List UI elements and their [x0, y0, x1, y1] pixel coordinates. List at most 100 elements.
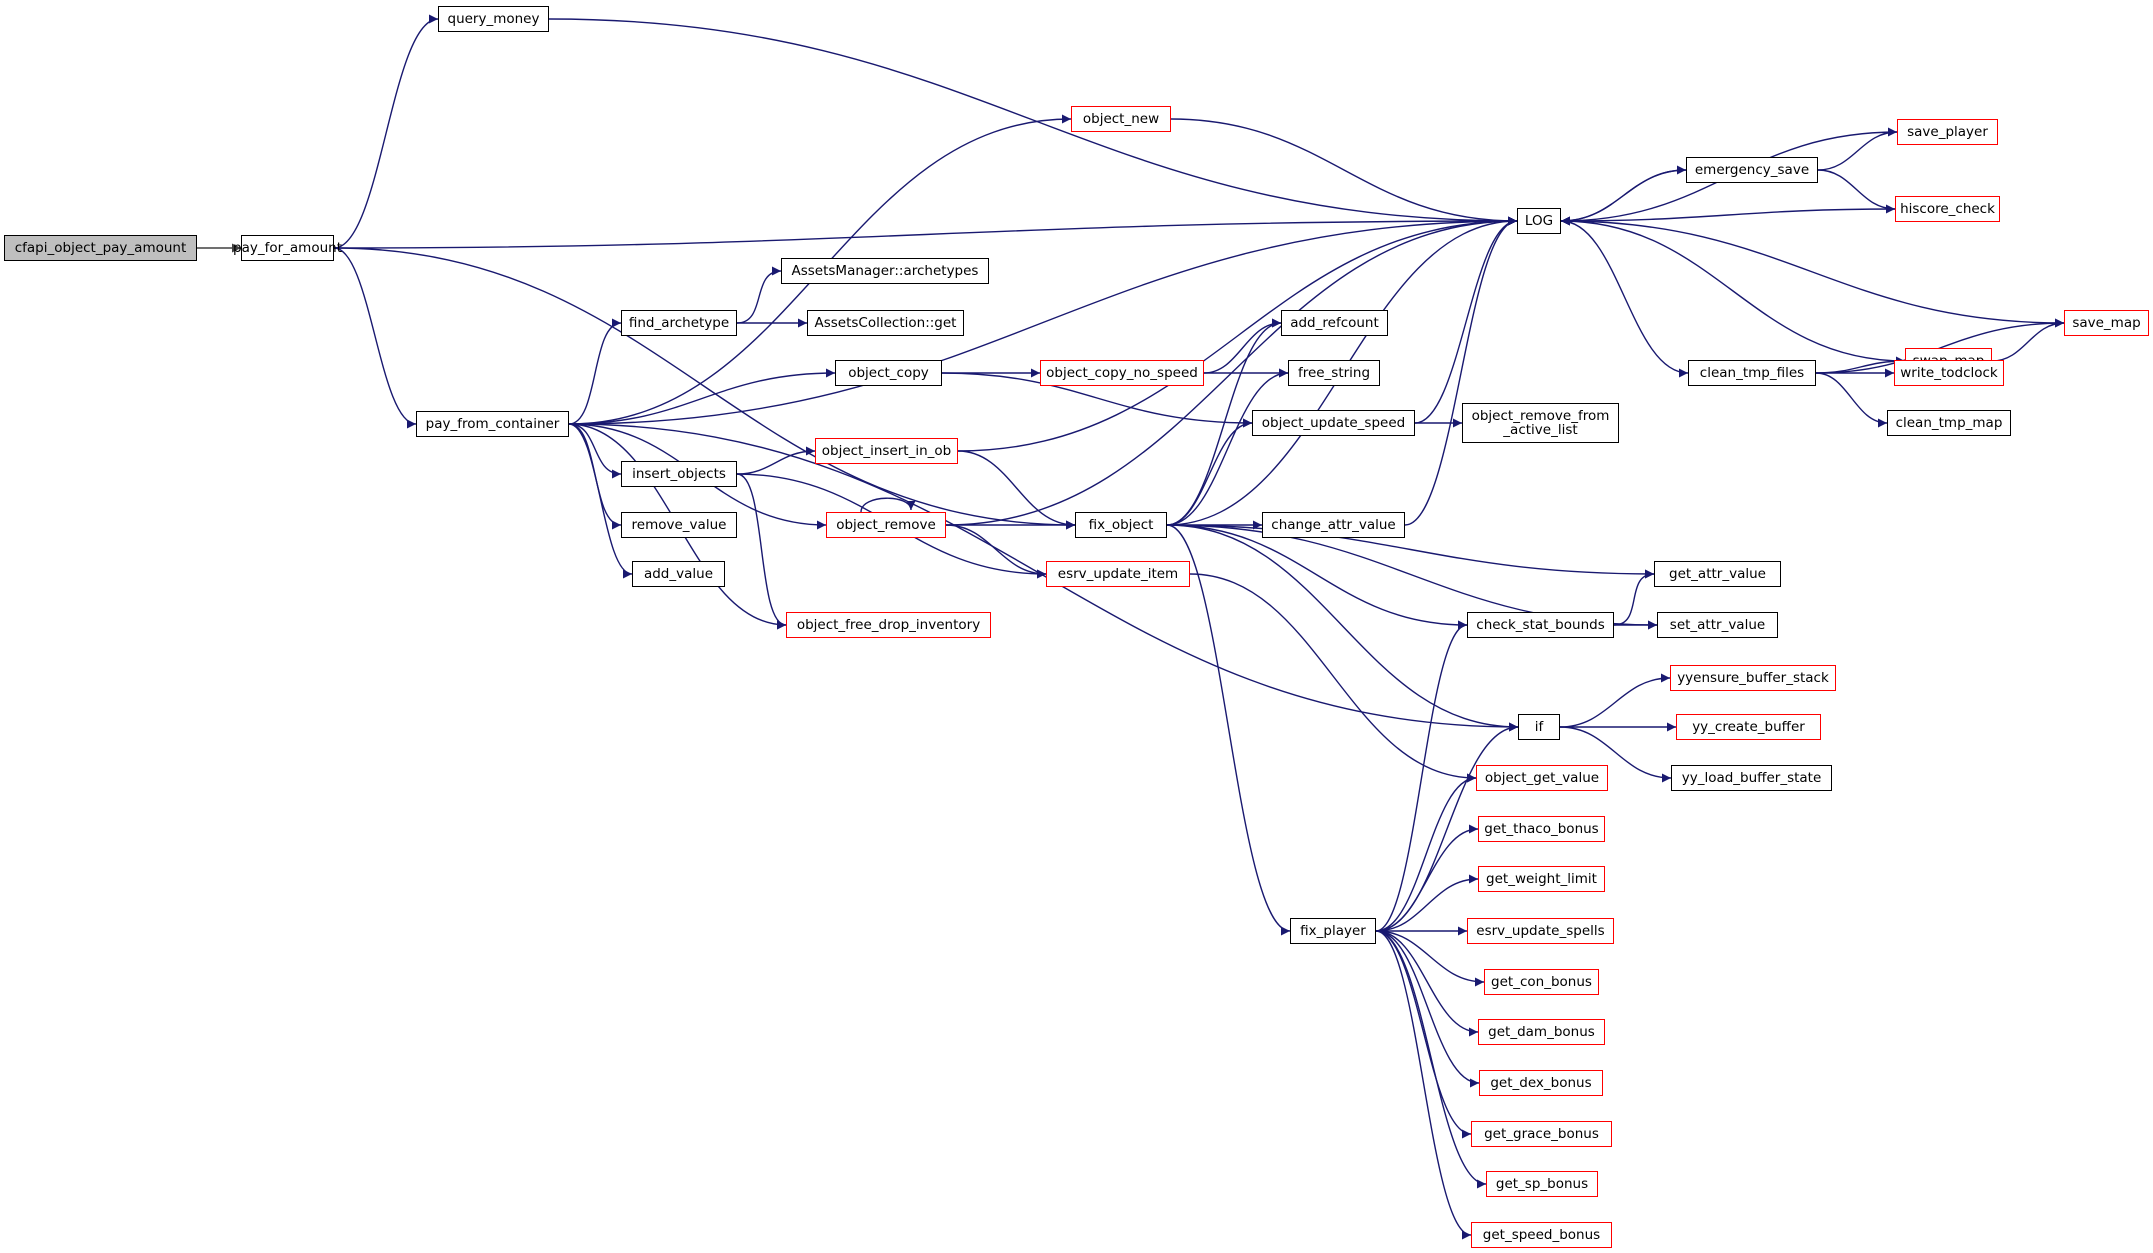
node-yy-create-buffer[interactable]: yy_create_buffer	[1676, 714, 1821, 740]
node-get-sp-bonus[interactable]: get_sp_bonus	[1486, 1171, 1598, 1197]
edge-find-archetype-to-assets-manager-archetypes	[736, 266, 782, 324]
node-object-remove[interactable]: object_remove	[826, 512, 946, 538]
node-fix-player[interactable]: fix_player	[1290, 918, 1376, 944]
edge-fix-player-to-get-sp-bonus	[1375, 930, 1487, 1189]
node-log[interactable]: LOG	[1517, 208, 1561, 234]
node-assets-collection-get[interactable]: AssetsCollection::get	[807, 310, 964, 336]
edge-if-to-yy-load-buffer-state	[1559, 726, 1672, 783]
node-esrv-update-spells[interactable]: esrv_update_spells	[1467, 918, 1614, 944]
edge-check-stat-bounds-to-get-attr-value	[1613, 569, 1655, 626]
node-get-grace-bonus[interactable]: get_grace_bonus	[1471, 1121, 1612, 1147]
node-fix-object[interactable]: fix_object	[1075, 512, 1167, 538]
node-hiscore-check[interactable]: hiscore_check	[1895, 196, 2000, 222]
edge-fix-object-to-object-update-speed	[1166, 418, 1253, 526]
edge-fix-player-to-get-thaco-bonus	[1375, 824, 1479, 932]
edge-pay-from-container-to-insert-objects	[568, 423, 622, 479]
edge-emergency-save-to-save-player	[1817, 127, 1898, 171]
edge-log-to-clean-tmp-files	[1560, 220, 1689, 378]
edge-pay-for-amount-to-pay-from-container	[333, 247, 417, 429]
node-object-copy[interactable]: object_copy	[835, 360, 942, 386]
node-object-update-speed[interactable]: object_update_speed	[1252, 410, 1415, 436]
edge-pay-from-container-to-log	[568, 216, 1518, 425]
node-add-value[interactable]: add_value	[632, 561, 725, 587]
node-get-speed-bonus[interactable]: get_speed_bonus	[1471, 1222, 1612, 1248]
edge-swap-map-to-log	[1560, 216, 1906, 362]
edge-if-to-yyensure-buffer-stack	[1559, 673, 1671, 728]
node-save-map[interactable]: save_map	[2064, 310, 2149, 336]
edge-object-update-speed-to-log	[1414, 216, 1518, 424]
edge-fix-player-to-get-dam-bonus	[1375, 930, 1479, 1037]
edge-emergency-save-to-hiscore-check	[1817, 169, 1896, 214]
edge-fix-object-to-free-string	[1166, 368, 1289, 526]
edge-emergency-save-to-log	[1560, 169, 1687, 226]
node-object-free-drop-inventory[interactable]: object_free_drop_inventory	[786, 612, 991, 638]
node-emergency-save[interactable]: emergency_save	[1686, 157, 1818, 183]
node-save-player[interactable]: save_player	[1897, 119, 1998, 145]
node-object-get-value[interactable]: object_get_value	[1476, 765, 1608, 791]
node-object-insert-in-ob[interactable]: object_insert_in_ob	[815, 438, 958, 464]
edge-fix-object-to-check-stat-bounds	[1166, 524, 1468, 630]
edge-hiscore-check-to-log	[1560, 208, 1896, 226]
node-set-attr-value[interactable]: set_attr_value	[1657, 612, 1778, 638]
edge-object-insert-in-ob-to-fix-object	[957, 450, 1076, 530]
node-pay-for-amount[interactable]: pay_for_amount	[233, 235, 342, 261]
node-insert-objects[interactable]: insert_objects	[621, 461, 737, 487]
edge-fix-player-to-get-speed-bonus	[1375, 930, 1472, 1240]
node-get-weight-limit[interactable]: get_weight_limit	[1478, 866, 1605, 892]
edge-object-new-to-log	[1170, 118, 1518, 226]
edge-layer	[197, 14, 2065, 1240]
node-get-dex-bonus[interactable]: get_dex_bonus	[1479, 1070, 1603, 1096]
node-get-thaco-bonus[interactable]: get_thaco_bonus	[1478, 816, 1605, 842]
node-object-new[interactable]: object_new	[1071, 106, 1171, 132]
edge-fix-player-to-get-dex-bonus	[1375, 930, 1480, 1088]
edge-pay-from-container-to-add-value	[568, 423, 633, 579]
node-write-todclock[interactable]: write_todclock	[1894, 360, 2004, 386]
edge-insert-objects-to-object-free-drop-inventory	[736, 473, 787, 630]
node-object-copy-no-speed[interactable]: object_copy_no_speed	[1040, 360, 1204, 386]
edge-object-copy-no-speed-to-add-refcount	[1203, 318, 1282, 374]
edge-object-remove-to-object-remove	[860, 497, 916, 513]
edge-pay-from-container-to-object-copy	[568, 368, 836, 425]
node-get-dam-bonus[interactable]: get_dam_bonus	[1478, 1019, 1605, 1045]
node-assets-manager-archetypes[interactable]: AssetsManager::archetypes	[781, 258, 989, 284]
edge-save-map-to-log	[1560, 216, 2065, 324]
node-clean-tmp-map[interactable]: clean_tmp_map	[1887, 410, 2011, 436]
edge-pay-for-amount-to-log	[333, 216, 1518, 249]
edge-pay-for-amount-to-query-money	[333, 14, 439, 249]
edge-fix-object-to-fix-player	[1166, 524, 1291, 936]
node-find-archetype[interactable]: find_archetype	[621, 310, 737, 336]
node-esrv-update-item[interactable]: esrv_update_item	[1046, 561, 1190, 587]
node-change-attr-value[interactable]: change_attr_value	[1262, 512, 1405, 538]
edge-fix-player-to-check-stat-bounds	[1375, 620, 1468, 932]
edge-swap-map-to-save-map	[1991, 318, 2065, 362]
edge-fix-object-to-set-attr-value	[1166, 524, 1658, 630]
edge-insert-objects-to-object-insert-in-ob	[736, 446, 816, 475]
node-add-refcount[interactable]: add_refcount	[1281, 310, 1388, 336]
edge-pay-from-container-to-find-archetype	[568, 318, 622, 425]
node-clean-tmp-files[interactable]: clean_tmp_files	[1688, 360, 1816, 386]
node-cfapi-object-pay-amount: cfapi_object_pay_amount	[4, 235, 197, 261]
node-get-attr-value[interactable]: get_attr_value	[1654, 561, 1781, 587]
edge-change-attr-value-to-log	[1404, 216, 1518, 526]
edge-fix-object-to-get-attr-value	[1166, 524, 1655, 579]
edge-pay-for-amount-to-fix-object	[333, 247, 1076, 530]
edge-clean-tmp-files-to-swap-map	[1815, 356, 1906, 374]
edge-object-insert-in-ob-to-log	[957, 216, 1518, 452]
node-get-con-bonus[interactable]: get_con_bonus	[1484, 969, 1599, 995]
edge-fix-player-to-get-grace-bonus	[1375, 930, 1472, 1139]
node-yy-load-buffer-state[interactable]: yy_load_buffer_state	[1671, 765, 1832, 791]
edge-esrv-update-item-to-object-get-value	[1189, 573, 1477, 783]
node-remove-value[interactable]: remove_value	[621, 512, 737, 538]
node-if[interactable]: if	[1518, 714, 1560, 740]
edge-fix-object-to-if	[1166, 524, 1519, 732]
edge-clean-tmp-files-to-clean-tmp-map	[1815, 372, 1888, 428]
node-free-string[interactable]: free_string	[1288, 360, 1380, 386]
edge-object-remove-to-log	[945, 216, 1518, 526]
node-query-money[interactable]: query_money	[438, 6, 549, 32]
node-pay-from-container[interactable]: pay_from_container	[416, 411, 569, 437]
node-check-stat-bounds[interactable]: check_stat_bounds	[1467, 612, 1614, 638]
node-yyensure-buffer-stack[interactable]: yyensure_buffer_stack	[1670, 665, 1836, 691]
edge-fix-player-to-object-get-value	[1375, 773, 1477, 932]
node-object-remove-from-active-list[interactable]: object_remove_from _active_list	[1462, 403, 1619, 443]
